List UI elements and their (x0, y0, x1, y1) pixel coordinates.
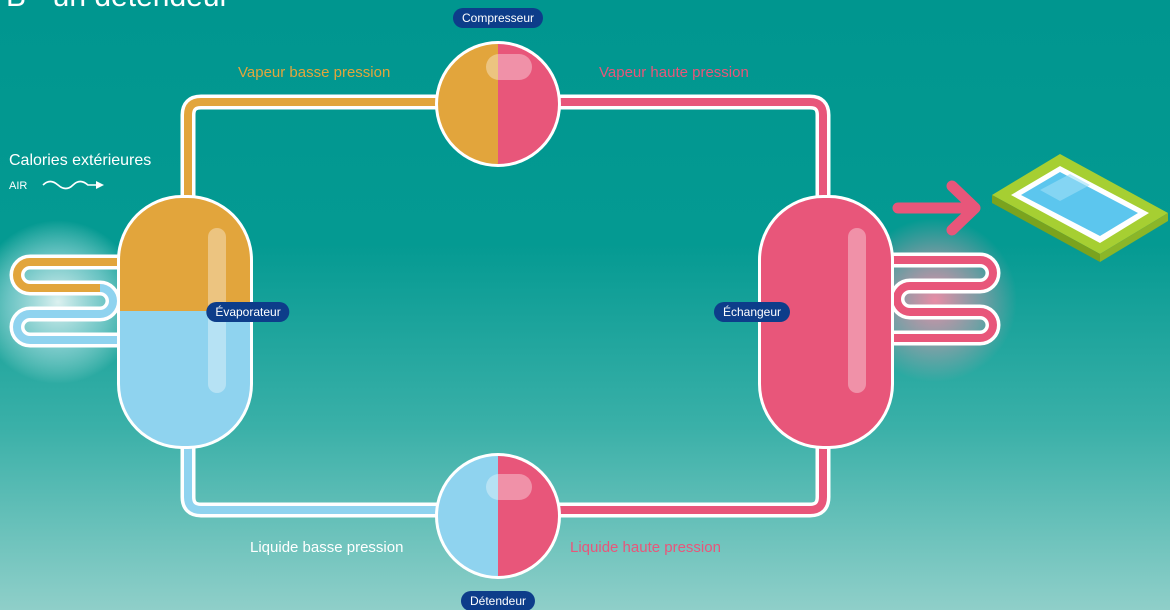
high-pressure-liquid-label: Liquide haute pression (570, 539, 721, 556)
pipe-low-pressure-liquid (180, 432, 448, 518)
compressor-circle (435, 41, 561, 167)
air-label: AIR (9, 180, 28, 192)
compressor-label: Compresseur (452, 8, 544, 28)
evaporator-tank (117, 195, 253, 449)
high-pressure-vapor-label: Vapeur haute pression (599, 64, 749, 81)
expansion-valve-circle (435, 453, 561, 579)
exchanger-coil (870, 252, 1001, 346)
evaporator-coil (9, 254, 122, 348)
exchanger-label: Échangeur (713, 302, 791, 322)
outside-calories-label: Calories extérieures (9, 152, 152, 169)
pipe-high-pressure-liquid (548, 432, 831, 518)
exchanger-tank (758, 195, 894, 449)
low-pressure-vapor-label: Vapeur basse pression (238, 64, 391, 81)
low-pressure-liquid-label: Liquide basse pression (250, 539, 404, 556)
pipe-low-pressure-vapor (180, 94, 448, 213)
expansion-valve-label: Détendeur (460, 591, 536, 610)
wave-arrow-icon (42, 180, 104, 190)
pipe-high-pressure-vapor (548, 94, 831, 218)
page-title: B - un détendeur (6, 0, 230, 14)
arrow-right-icon (892, 180, 981, 236)
swimming-pool-icon (992, 154, 1168, 262)
evaporator-label: Évaporateur (206, 302, 290, 322)
